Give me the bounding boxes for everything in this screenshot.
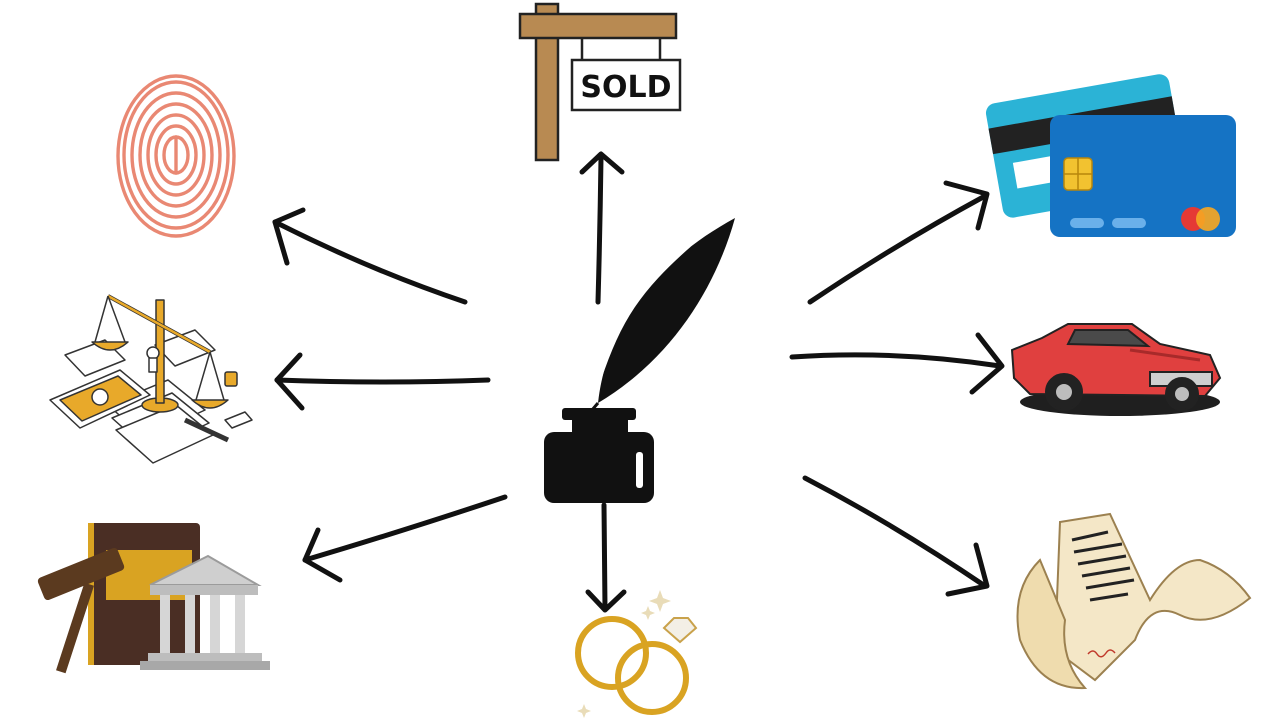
arrow-to-sold-sign: [582, 154, 622, 302]
arrow-to-contract: [805, 478, 987, 594]
courthouse-gavel-icon: [37, 523, 270, 673]
arrow-to-credit-cards: [810, 183, 987, 302]
fingerprint-icon: [118, 76, 234, 236]
scroll-contract-icon: [1018, 514, 1251, 688]
arrow-to-legal-scales: [277, 355, 488, 408]
arrow-to-fingerprint: [275, 210, 465, 302]
wedding-rings-icon: [577, 590, 696, 718]
car-icon: [1012, 324, 1220, 416]
arrow-to-car: [792, 335, 1002, 392]
arrows: [275, 154, 1002, 610]
quill-icon: [592, 218, 735, 410]
sold-sign-icon: SOLD: [520, 4, 680, 160]
credit-card-icon: [984, 73, 1236, 237]
scales-of-justice-icon: [50, 296, 252, 463]
arrow-to-wedding-rings: [588, 505, 624, 610]
sold-label: SOLD: [580, 70, 671, 105]
quill-and-inkwell-icon: [544, 218, 735, 503]
arrow-to-courthouse: [305, 497, 505, 580]
inkwell-icon: [544, 408, 654, 503]
